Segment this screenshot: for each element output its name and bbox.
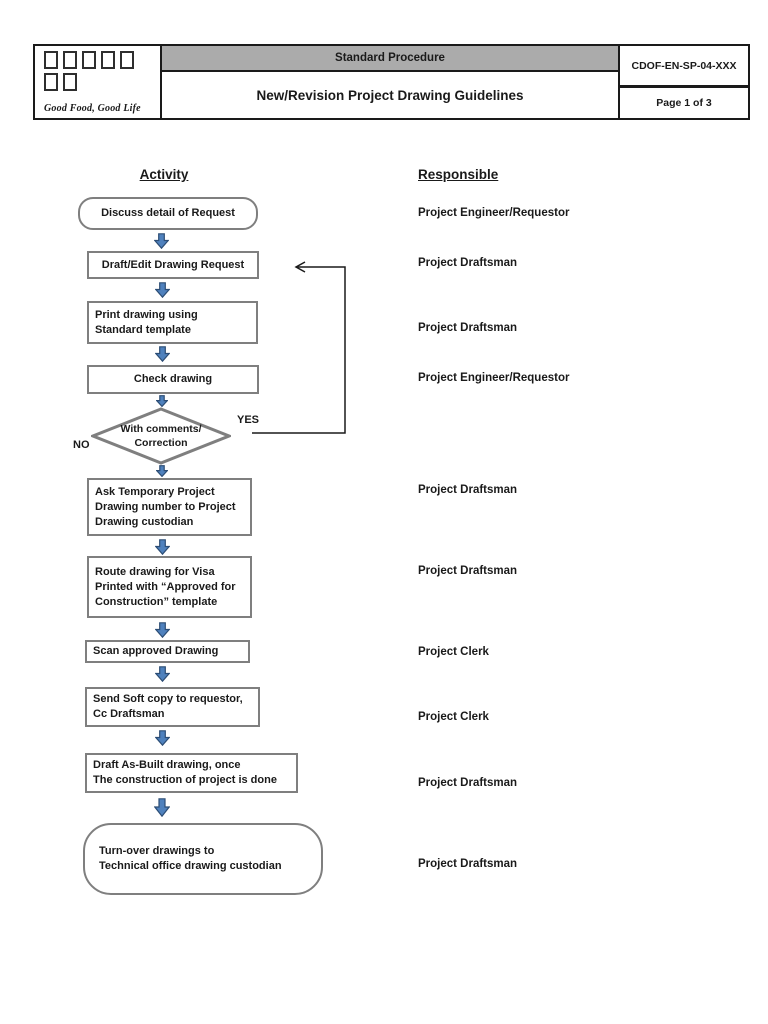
flow-step-turn-over-drawings: Turn-over drawings to Technical office d… [83, 823, 323, 895]
down-arrow-icon [154, 346, 171, 363]
down-arrow-icon [155, 395, 169, 408]
logo-tagline: Good Food, Good Life [44, 103, 141, 114]
responsible-label: Project Draftsman [418, 257, 518, 269]
flow-step-draft-edit-request: Draft/Edit Drawing Request [87, 251, 259, 279]
document-code: CDOF-EN-SP-04-XXX [620, 46, 748, 88]
flow-step-check-drawing: Check drawing [87, 365, 259, 394]
responsible-label: Project Draftsman [418, 484, 518, 496]
logo-placeholder-icon [63, 51, 77, 69]
responsible-label: Project Draftsman [418, 777, 518, 789]
header-middle-cell: Standard Procedure New/Revision Project … [160, 46, 620, 118]
logo-placeholder-icon [44, 73, 58, 91]
yes-branch-label: YES [237, 414, 260, 426]
flow-step-send-soft-copy: Send Soft copy to requestor, Cc Draftsma… [85, 687, 260, 727]
responsible-label: Project Draftsman [418, 858, 518, 870]
down-arrow-icon [153, 798, 171, 818]
down-arrow-icon [154, 666, 171, 683]
flow-step-route-for-visa: Route drawing for Visa Printed with “App… [87, 556, 252, 618]
document-title: New/Revision Project Drawing Guidelines [256, 87, 524, 103]
responsible-label: Project Draftsman [418, 322, 518, 334]
down-arrow-icon [154, 730, 171, 747]
logo-placeholder-icon [63, 73, 77, 91]
flow-step-draft-as-built: Draft As-Built drawing, once The constru… [85, 753, 298, 793]
down-arrow-icon [154, 622, 171, 639]
down-arrow-icon [153, 233, 170, 250]
flow-step-ask-temp-number: Ask Temporary Project Drawing number to … [87, 478, 252, 536]
decision-text: With comments/ Correction [120, 423, 202, 449]
logo-cell: Good Food, Good Life [35, 46, 160, 118]
logo-placeholder-icon [120, 51, 134, 69]
decision-diamond [88, 407, 234, 465]
responsible-label: Project Engineer/Requestor [418, 372, 570, 384]
feedback-loop-connector [240, 255, 355, 440]
logo-placeholder-icon [44, 51, 58, 69]
activity-column-header: Activity [139, 167, 189, 182]
header-right-cell: CDOF-EN-SP-04-XXX Page 1 of 3 [620, 46, 748, 118]
page-number: Page 1 of 3 [656, 97, 712, 109]
logo-placeholder-icon [82, 51, 96, 69]
header-table: Good Food, Good Life Standard Procedure … [33, 44, 750, 120]
standard-procedure-banner: Standard Procedure [162, 46, 618, 72]
down-arrow-icon [155, 465, 169, 478]
logo-glyph-row-1 [44, 51, 153, 69]
logo-placeholder-icon [101, 51, 115, 69]
down-arrow-icon [154, 282, 171, 299]
flow-step-discuss-request: Discuss detail of Request [78, 197, 258, 230]
responsible-label: Project Engineer/Requestor [418, 207, 570, 219]
responsible-column-header: Responsible [418, 167, 499, 182]
no-branch-label: NO [73, 439, 90, 451]
logo-glyph-row-2 [44, 73, 153, 91]
responsible-label: Project Draftsman [418, 565, 518, 577]
flow-step-scan-drawing: Scan approved Drawing [85, 640, 250, 663]
responsible-label: Project Clerk [418, 711, 489, 723]
responsible-label: Project Clerk [418, 646, 489, 658]
flow-step-print-drawing: Print drawing using Standard template [87, 301, 258, 344]
down-arrow-icon [154, 539, 171, 556]
